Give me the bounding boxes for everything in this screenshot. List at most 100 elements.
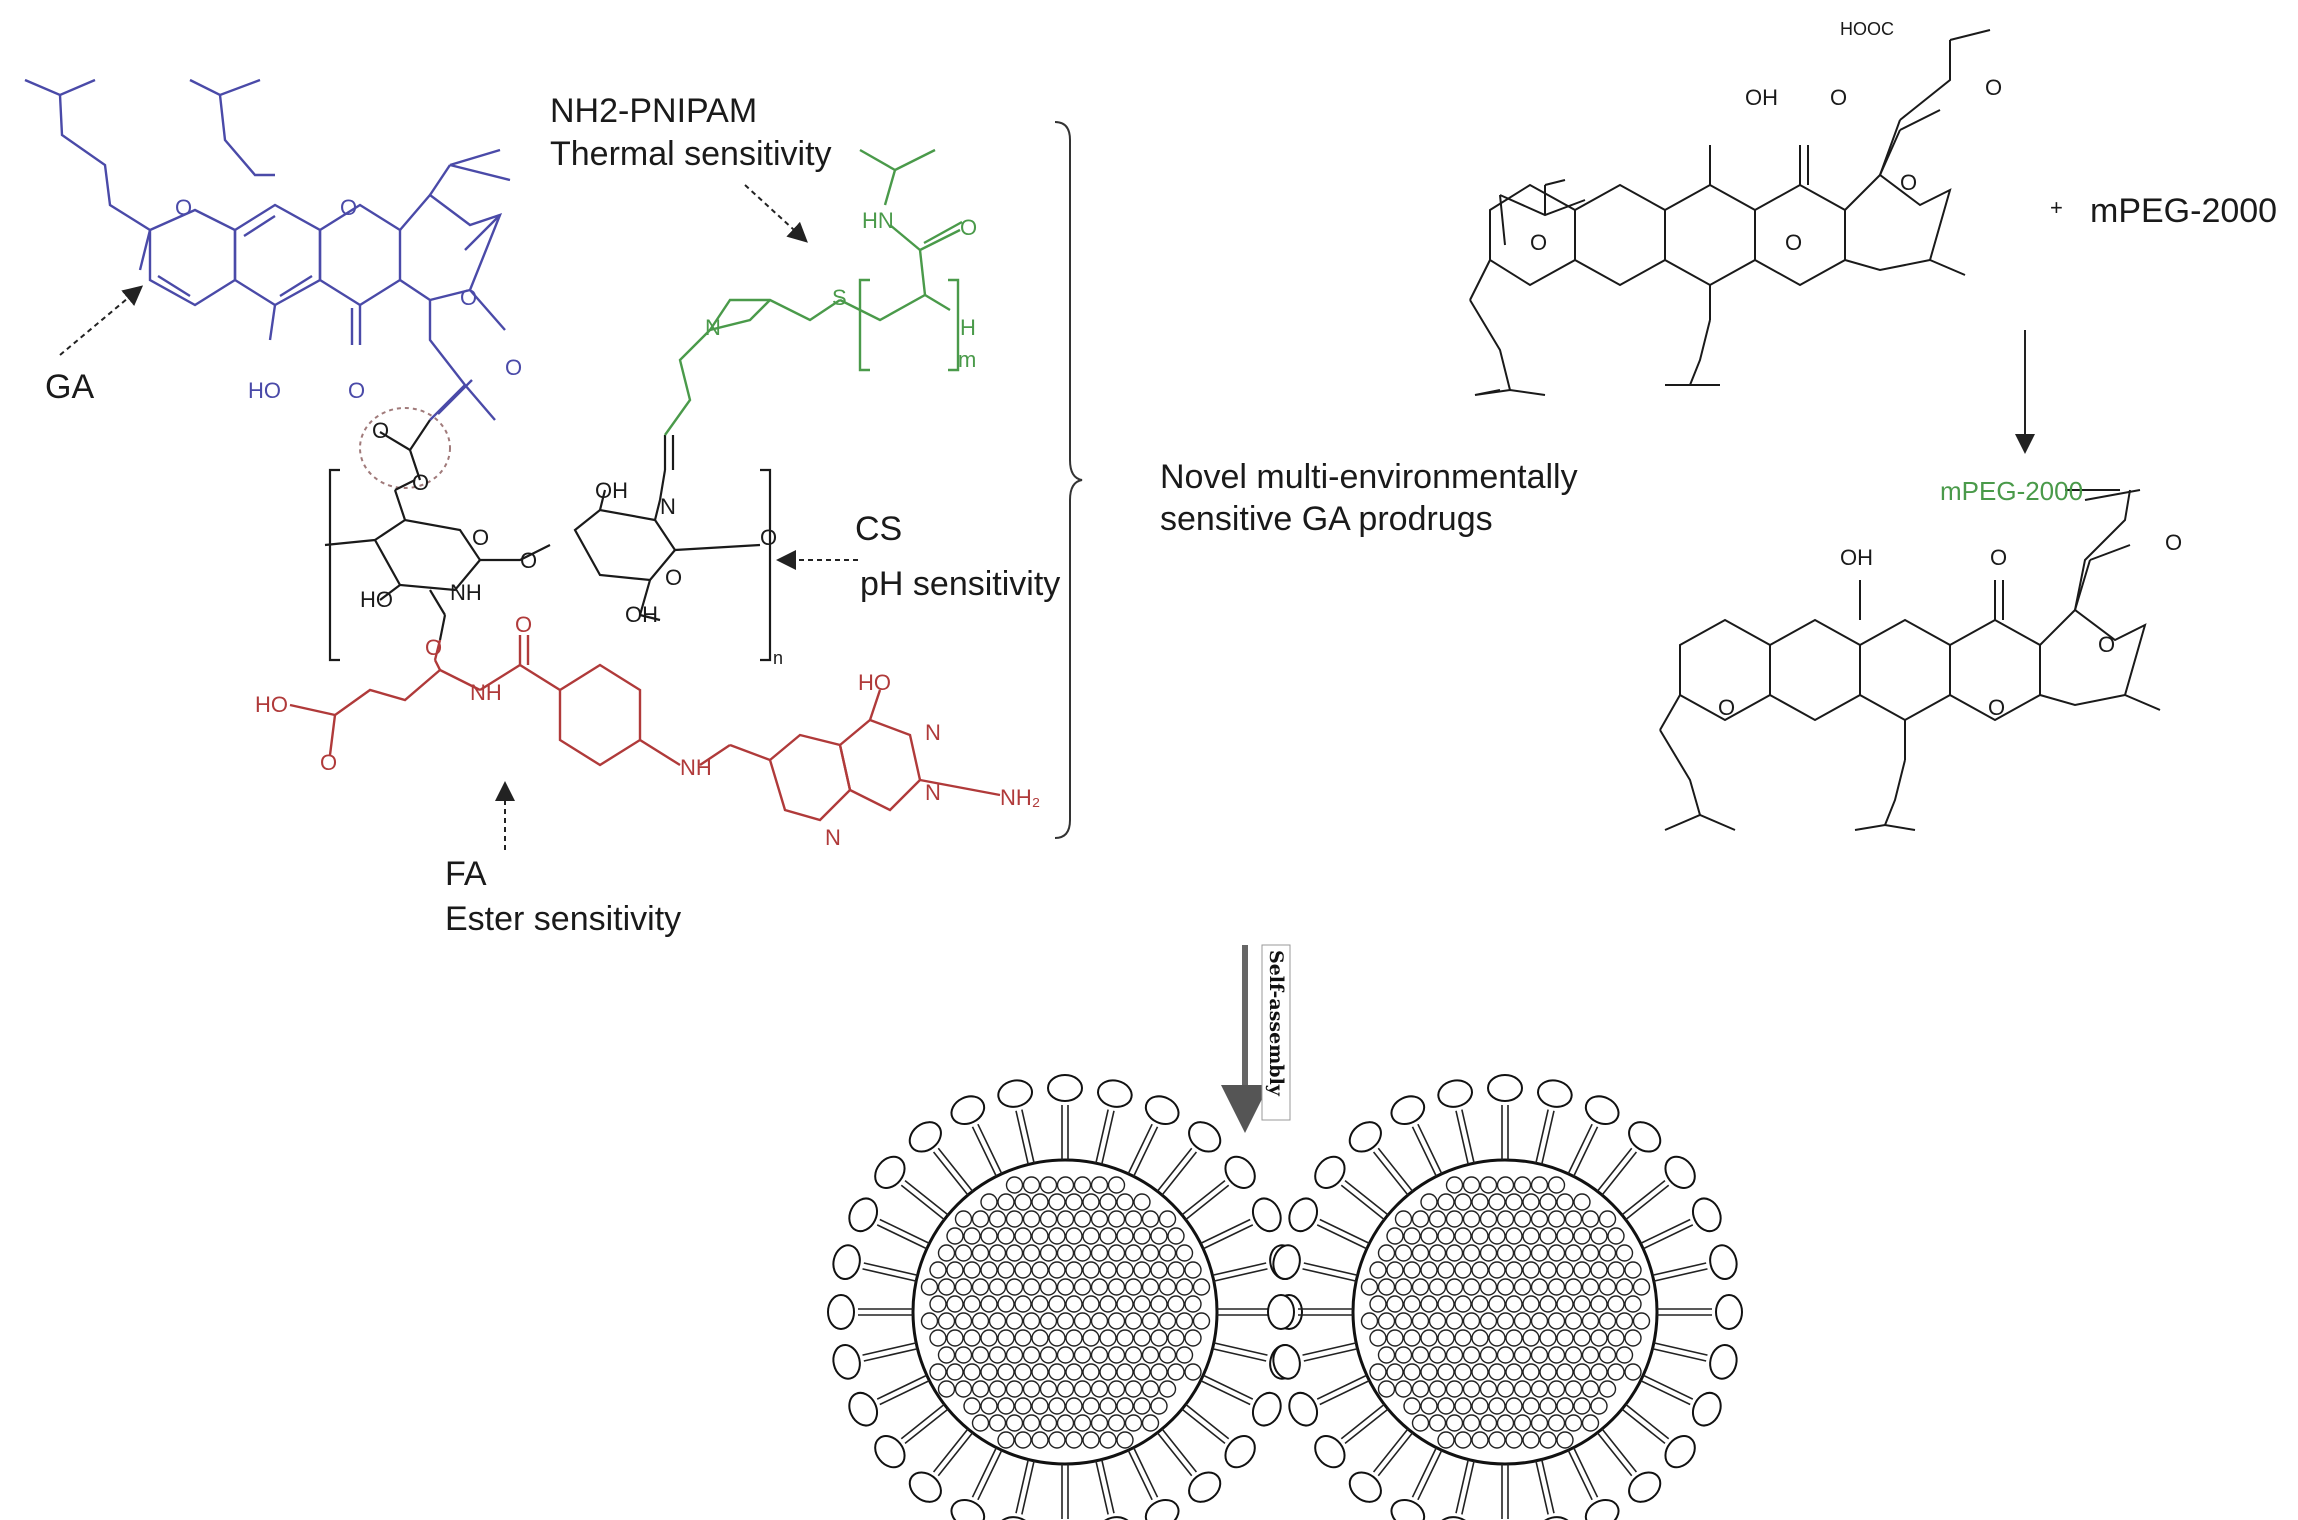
micelle-core-unit	[1133, 1363, 1151, 1381]
micelle-head	[874, 1435, 906, 1469]
micelle-core-unit	[1513, 1278, 1532, 1296]
micelle-core-unit	[1615, 1346, 1634, 1364]
micelle-core-unit	[1632, 1278, 1651, 1296]
micelle-spoke	[1455, 1459, 1470, 1514]
micelle-core-unit	[1411, 1346, 1430, 1364]
ga-atoms: O O O O HO O	[175, 195, 522, 403]
micelle-core-unit	[920, 1278, 939, 1296]
micelle-spoke	[1640, 1218, 1691, 1245]
micelle-core-unit	[1505, 1295, 1523, 1313]
micelle-core-unit	[1505, 1227, 1523, 1245]
micelle-head	[874, 1155, 906, 1189]
micelle-core-unit	[954, 1346, 973, 1364]
micelle-head	[1390, 1095, 1426, 1126]
micelle-core-unit	[1014, 1329, 1032, 1347]
micelle-core-unit	[1150, 1295, 1168, 1313]
micelle-core-unit	[1420, 1227, 1438, 1245]
micelle-core-unit	[1158, 1346, 1177, 1364]
micelle-core-unit	[1082, 1431, 1100, 1449]
micelle-spoke	[1303, 1347, 1358, 1362]
micelle-core-unit	[1488, 1193, 1506, 1211]
ga-reagent-o-1: O	[1830, 85, 1847, 110]
micelle-core-unit	[1539, 1431, 1557, 1449]
ester-bond-highlight	[359, 407, 451, 489]
ga-reagent-oh: OH	[1745, 85, 1778, 110]
micelle-core-unit	[1522, 1261, 1540, 1279]
pnipam-atoms: N S HN O H m	[705, 208, 977, 372]
micelle-core-unit	[1573, 1227, 1591, 1245]
micelle-core-unit	[1547, 1346, 1566, 1364]
micelle-spoke	[1601, 1151, 1638, 1196]
micelle-spoke	[1302, 1268, 1357, 1282]
micelle-spoke	[1625, 1403, 1670, 1440]
micelle-core-unit	[1428, 1278, 1447, 1296]
micelle-core-unit	[1513, 1380, 1532, 1398]
micelle-core-unit	[1141, 1346, 1160, 1364]
micelle-core-unit	[997, 1227, 1015, 1245]
micelle-spoke	[1653, 1342, 1708, 1356]
micelle-core-unit	[1039, 1210, 1058, 1228]
micelle-core-unit	[1590, 1329, 1608, 1347]
micelle-spoke	[1417, 1449, 1443, 1501]
micelle-core-unit	[1488, 1295, 1506, 1313]
cs-o-1: O	[472, 525, 489, 550]
micelle-core-unit	[929, 1261, 947, 1279]
ester-o-2: O	[412, 470, 429, 495]
micelle-head	[1709, 1244, 1738, 1280]
micelle-core-unit	[1124, 1414, 1143, 1432]
micelle-core-unit	[1403, 1227, 1421, 1245]
micelle-core-unit	[1192, 1278, 1211, 1296]
micelle-core-unit	[1175, 1278, 1194, 1296]
micelle-core-unit	[1581, 1414, 1600, 1432]
micelle-spoke	[863, 1262, 918, 1277]
fa-o-2: O	[320, 750, 337, 775]
micelle-core-unit	[1167, 1261, 1185, 1279]
micelle-core-unit	[1082, 1363, 1100, 1381]
micelle-core-unit	[1039, 1244, 1058, 1262]
micelle-core-unit	[1133, 1227, 1151, 1245]
pnipam-s: S	[832, 285, 847, 310]
micelle-core-unit	[1022, 1278, 1041, 1296]
micelle-core-unit	[1107, 1414, 1126, 1432]
fa-n-1: N	[925, 720, 941, 745]
micelle-core-unit	[1107, 1244, 1126, 1262]
micelle-core-unit	[971, 1210, 990, 1228]
micelle-spoke	[1213, 1268, 1268, 1282]
micelle-core-unit	[971, 1346, 990, 1364]
micelle-core-unit	[1005, 1210, 1024, 1228]
micelle-core-unit	[1556, 1227, 1574, 1245]
micelle-core-unit	[1445, 1312, 1464, 1330]
micelle-core-unit	[1598, 1244, 1617, 1262]
ga-o-2: O	[340, 195, 357, 220]
micelle-core-unit	[1005, 1380, 1024, 1398]
micelle-core-unit	[1479, 1210, 1498, 1228]
micelle-head	[1437, 1516, 1473, 1520]
ga-ho: HO	[248, 378, 281, 403]
micelle-core-unit	[954, 1380, 973, 1398]
micelle-core-unit	[1522, 1329, 1540, 1347]
micelle-core-unit	[980, 1363, 998, 1381]
micelle-core-unit	[1048, 1295, 1066, 1313]
micelle-core-unit	[1411, 1380, 1430, 1398]
micelle-head	[1314, 1435, 1346, 1469]
micelle-core-unit	[971, 1380, 990, 1398]
micelle-core-unit	[1031, 1397, 1049, 1415]
micelle-core-unit	[929, 1363, 947, 1381]
micelle-core-unit	[1073, 1176, 1092, 1194]
prodrug-line-1: Novel multi-environmentally	[1160, 458, 1578, 496]
micelle-core-unit	[963, 1397, 981, 1415]
micelle-core-unit	[1065, 1397, 1083, 1415]
micelle-spoke	[1461, 1109, 1475, 1164]
micelle-head	[908, 1121, 942, 1153]
micelle-core-unit	[1556, 1295, 1574, 1313]
micelle-spoke	[1132, 1126, 1159, 1177]
micelle-core-unit	[1005, 1312, 1024, 1330]
ga-o-3: O	[460, 285, 477, 310]
micelle-core-unit	[971, 1312, 990, 1330]
pnipam-n: N	[705, 315, 721, 340]
micelle-core-unit	[1556, 1329, 1574, 1347]
micelle-core-unit	[1479, 1176, 1498, 1194]
micelle-head	[1584, 1095, 1620, 1126]
micelle-core-unit	[1471, 1261, 1489, 1279]
micelle-core-unit	[1496, 1210, 1515, 1228]
